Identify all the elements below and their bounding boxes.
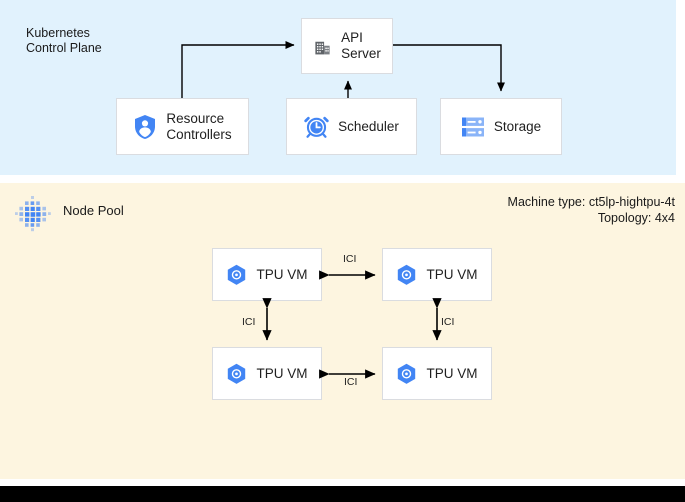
tpu-hexagon-icon: [226, 264, 247, 286]
resource-controllers-box[interactable]: Resource Controllers: [116, 98, 249, 155]
scheduler-label: Scheduler: [338, 118, 399, 134]
node-pool-title: Node Pool: [63, 203, 124, 218]
scheduler-box[interactable]: Scheduler: [286, 98, 417, 155]
ici-label: ICI: [242, 316, 256, 328]
alarm-clock-icon: [304, 114, 329, 139]
tpu-hexagon-icon: [396, 363, 417, 385]
ici-label: ICI: [441, 316, 455, 328]
machine-info-text: Machine type: ct5lp-hightpu-4t Topology:…: [507, 195, 675, 225]
tpu-hexagon-icon: [226, 363, 247, 385]
shield-user-icon: [133, 114, 157, 140]
resource-controllers-label: Resource Controllers: [166, 110, 232, 142]
storage-box[interactable]: Storage: [440, 98, 562, 155]
tpu-vm-label: TPU VM: [256, 266, 308, 282]
tpu-hexagon-icon: [396, 264, 417, 286]
api-server-label: API Server: [341, 30, 381, 61]
bottom-bar: [0, 486, 685, 502]
api-server-box[interactable]: API Server: [301, 18, 393, 74]
server-stack-icon: [461, 116, 485, 138]
control-plane-title: Kubernetes Control Plane: [26, 26, 102, 55]
tpu-vm-box[interactable]: TPU VM: [212, 347, 322, 400]
tpu-vm-box[interactable]: TPU VM: [382, 347, 492, 400]
tpu-vm-box[interactable]: TPU VM: [382, 248, 492, 301]
tpu-vm-label: TPU VM: [256, 365, 308, 381]
ici-label: ICI: [343, 253, 357, 265]
tpu-vm-label: TPU VM: [426, 365, 478, 381]
building-icon: [313, 37, 332, 56]
node-pool-dots-icon: [14, 194, 52, 232]
storage-label: Storage: [493, 118, 542, 134]
tpu-vm-label: TPU VM: [426, 266, 478, 282]
node-pool-panel: [0, 183, 685, 479]
ici-label: ICI: [344, 376, 358, 388]
tpu-vm-box[interactable]: TPU VM: [212, 248, 322, 301]
